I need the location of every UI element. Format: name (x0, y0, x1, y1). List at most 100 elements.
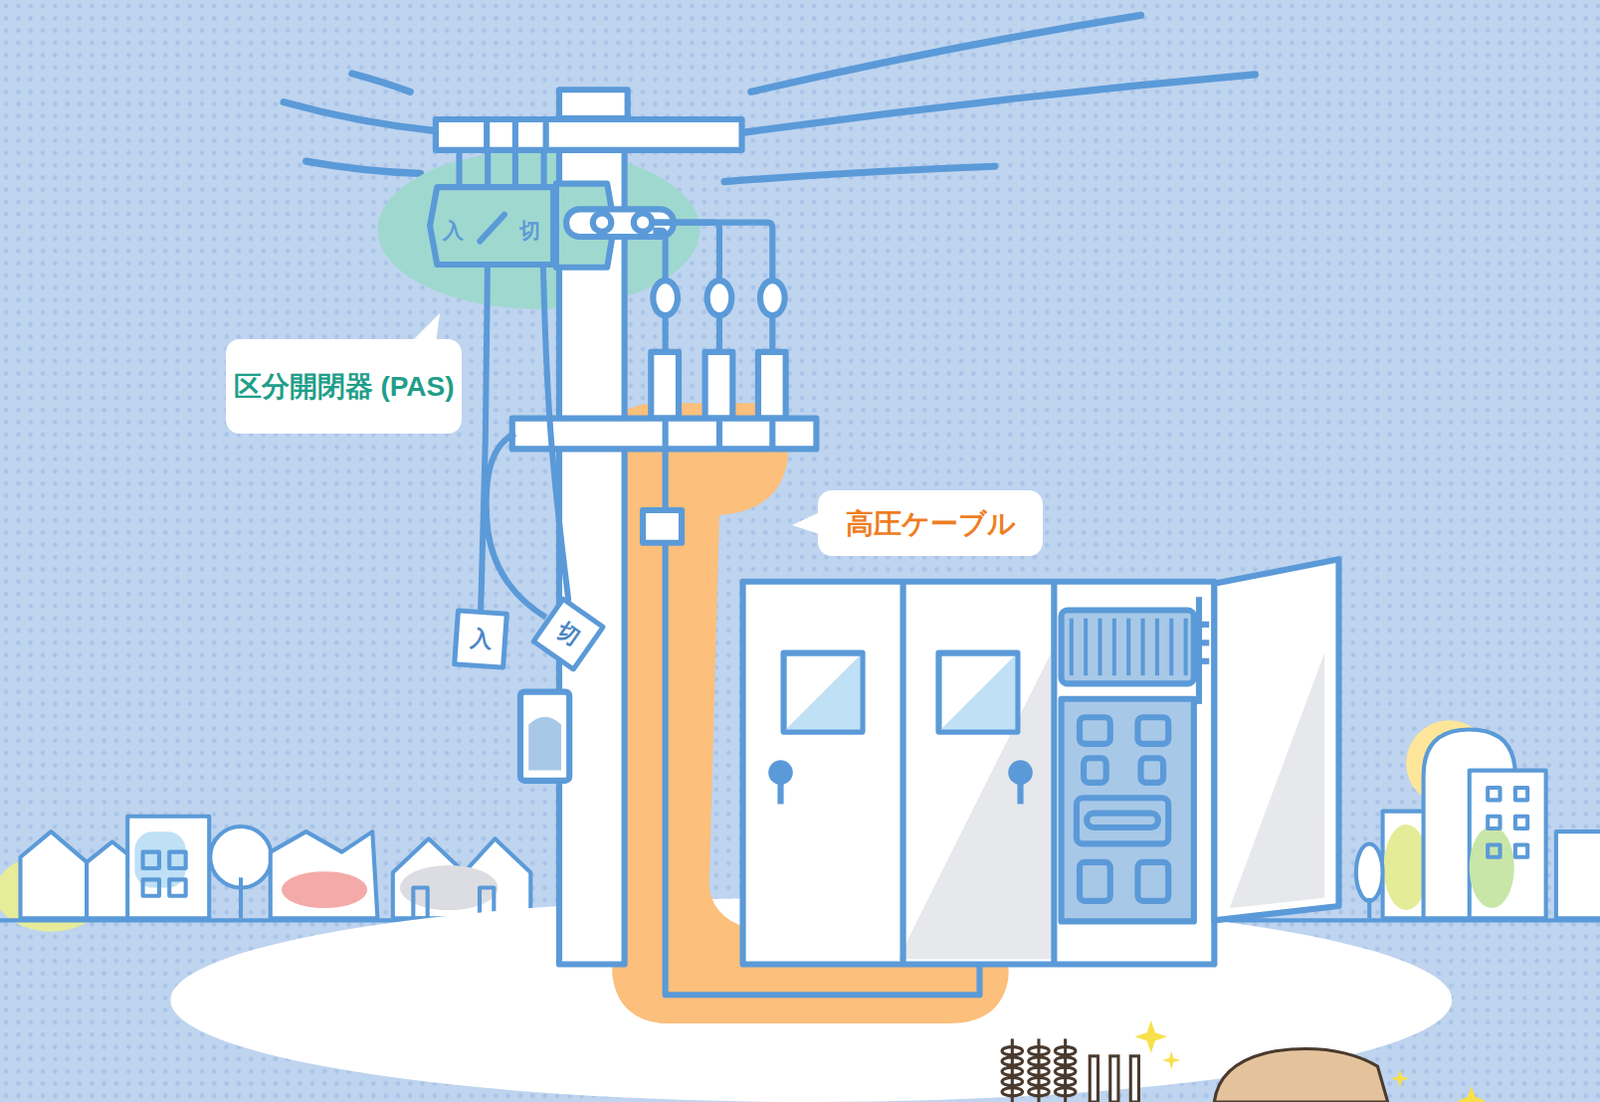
insulator-core (1063, 1038, 1067, 1102)
switch-mark: 切 (551, 615, 587, 653)
bus-bar (1097, 618, 1102, 676)
handle-tag: 切 (530, 596, 607, 674)
utility-pole-part (455, 150, 462, 187)
parts-illustration-part (1213, 1049, 1388, 1102)
cubicle-part (1137, 717, 1169, 745)
utility-pole-part (769, 418, 776, 450)
town-part (169, 852, 186, 869)
switch-mark: 切 (519, 216, 541, 245)
utility-pole-part (512, 418, 817, 450)
callout-tail (409, 313, 440, 344)
callout-tail-shape (792, 511, 822, 536)
parts-illustration-part (1456, 1087, 1486, 1102)
fuse-rod (1130, 1056, 1139, 1102)
bus-bar (1083, 618, 1088, 676)
cubicle-part (1086, 813, 1159, 828)
cubicle-part (1061, 699, 1195, 923)
town-part (1515, 788, 1528, 800)
fuse-rod (1110, 1056, 1119, 1102)
parts-illustration-part (1134, 1020, 1168, 1054)
bus-bar (1126, 618, 1131, 676)
switch-mark: 入 (442, 216, 464, 245)
bus-bar (1069, 618, 1074, 676)
cubicle-part (1050, 582, 1057, 966)
cubicle-part (1071, 618, 1187, 676)
bus-bar (1155, 618, 1160, 676)
utility-pole-part (758, 352, 787, 419)
town-part (270, 831, 379, 919)
cubicle-part (1192, 621, 1209, 628)
parts-illustration-part (1162, 1051, 1181, 1070)
pas-highlight (377, 150, 700, 310)
cubicle (743, 559, 1340, 965)
parts-illustration-part (1391, 1069, 1409, 1088)
fuse-rod (1089, 1056, 1098, 1102)
town-part (1367, 898, 1372, 920)
utility-pole-part (435, 119, 743, 151)
town-part (127, 816, 209, 920)
cubicle-part (1192, 658, 1209, 665)
pull-rope (480, 267, 488, 613)
callout-tail-shape (409, 313, 440, 344)
cubicle-part (1079, 717, 1111, 745)
callout-tail (792, 511, 822, 542)
bus-bar (1169, 618, 1174, 676)
switch-body (429, 187, 554, 265)
utility-pole-part (707, 280, 733, 316)
utility-pole-part (652, 222, 720, 285)
switch-box: 入切 (426, 184, 557, 268)
handle-tag: 入 (451, 607, 510, 671)
utility-pole-part (652, 230, 665, 284)
switch-mark: 入 (468, 623, 493, 655)
town-part (1487, 844, 1500, 857)
town-part (1515, 816, 1528, 829)
overhead-wires-part (743, 74, 1256, 133)
cubicle-part (1076, 798, 1169, 844)
utility-pole-part (662, 418, 669, 450)
utility-pole-part (716, 418, 723, 450)
cubicle-part (941, 655, 1016, 731)
parts-illustration-part (1001, 1038, 1139, 1102)
town-part (238, 877, 243, 919)
cubicle-part (784, 653, 863, 733)
switch-lever (479, 213, 505, 241)
overhead-wires-part (352, 73, 410, 92)
utility-pole-part (642, 510, 682, 544)
overhead-wires (283, 14, 1255, 182)
cubicle-part (786, 655, 861, 731)
utility-pole-part (652, 222, 773, 285)
callout-text: 区分開閉器 (PAS) (233, 369, 455, 404)
cubicle-part (1061, 610, 1195, 685)
town-part (281, 871, 368, 909)
town-part (169, 879, 186, 896)
callout-bubble: 区分開閉器 (PAS) (225, 339, 462, 433)
utility-pole-part (662, 315, 669, 353)
cubicle-part (1137, 862, 1169, 902)
utility-pole-part (760, 280, 786, 316)
bus-bar (1112, 618, 1117, 676)
cubicle-part (1083, 758, 1107, 784)
cubicle-part (908, 714, 1052, 960)
town-part (1487, 816, 1500, 829)
town-part (393, 838, 531, 919)
utility-pole-part (559, 89, 628, 119)
cubicle-part (900, 582, 907, 966)
overhead-wires-part (283, 102, 434, 132)
callout-text: 高圧ケーブル (845, 506, 1016, 542)
town-part (1556, 831, 1600, 919)
insulator-core (1036, 1038, 1040, 1102)
utility-pole-part (650, 352, 679, 419)
utility-pole-part (483, 119, 490, 151)
town-part (1356, 843, 1384, 901)
town-part (1515, 844, 1528, 857)
cubicle-part (743, 582, 1215, 966)
utility-pole-part (652, 280, 678, 316)
utility-pole-part (633, 212, 652, 231)
utility-pole-part (769, 315, 776, 353)
town-part (1469, 771, 1547, 920)
town-part (1469, 826, 1515, 909)
